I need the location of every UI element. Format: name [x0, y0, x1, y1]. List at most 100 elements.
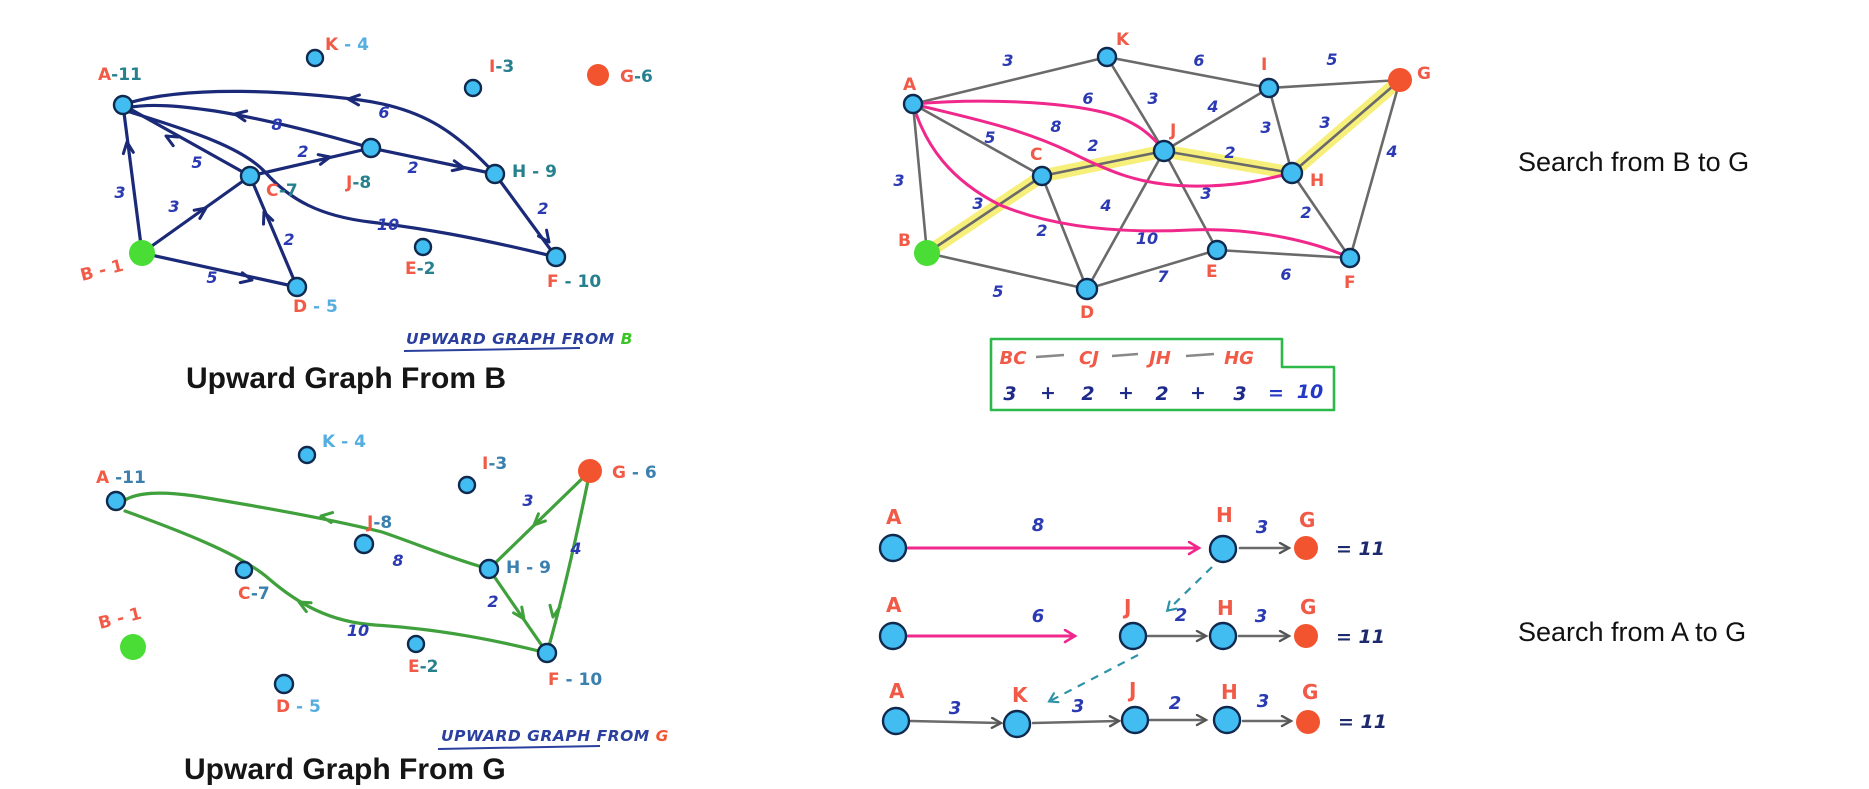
- p1-arrow-b-c: [192, 206, 208, 220]
- p2-box-total: 10: [1297, 381, 1323, 403]
- p2-node-b: [914, 240, 940, 266]
- p2-edge-g-h: [1290, 78, 1402, 175]
- p1-arrow-b-d: [238, 271, 254, 285]
- p1-label-h: H - 9: [512, 162, 557, 182]
- p1-edge-b-a: [121, 103, 144, 255]
- p2-weight-ab: 3: [893, 171, 904, 190]
- p3-node-k: [297, 445, 317, 465]
- p2-weight-hf: 2: [1300, 203, 1311, 222]
- p2-box-equals: =: [1268, 382, 1284, 404]
- p2-edge-k-i: [1105, 55, 1271, 90]
- p3-edge-f-a: [123, 509, 549, 655]
- p3-label-c: C-7: [238, 584, 270, 604]
- p2-weight-bc: 3: [972, 194, 983, 213]
- p3-handwritten-title: UPWARD GRAPH FROM G: [441, 727, 669, 745]
- p1-node-f: [545, 246, 567, 268]
- p3-node-g: [578, 459, 602, 483]
- p4-r2-node-j: [1118, 621, 1148, 651]
- p4-r2-weight-aj: 6: [1032, 606, 1045, 627]
- p1-weight-ja: 8: [271, 115, 282, 134]
- p1-node-b: [129, 240, 155, 266]
- p1-weights: 3 3 5 2 5 2 2 2 6 8 10: [114, 103, 548, 287]
- p1-edge-b-c: [140, 174, 252, 255]
- p4-r1-weight-hg: 3: [1256, 517, 1269, 538]
- p3-arrow-f-a: [297, 600, 313, 614]
- p4-r2-node-g: [1294, 624, 1318, 648]
- p2-label-i: I: [1261, 55, 1267, 75]
- p3-arrow-g-h: [532, 512, 547, 527]
- p1-arrow-d-c: [261, 210, 275, 226]
- p2-edge-b-d: [925, 251, 1089, 291]
- p4-r2-node-a: [878, 621, 908, 651]
- p2-weight-jh: 2: [1224, 143, 1235, 162]
- p4-r3-edge-a-k: [909, 721, 1000, 723]
- panel-upward-graph-from-g: 3 4 2 8 10 K - 4 A -11 I-3 G - 6 J-8 C-7: [96, 432, 669, 786]
- p2-edge-a-c: [911, 102, 1044, 178]
- p2-edge-i-h: [1267, 86, 1294, 175]
- p2-weight-jk: 3: [1147, 89, 1158, 108]
- p4-r3-label-k: K: [1012, 683, 1029, 707]
- p3-node-b: [120, 634, 146, 660]
- p1-label-j: J-8: [345, 173, 371, 193]
- p1-weight-ca: 5: [191, 153, 202, 172]
- p2-edge-g-f: [1348, 78, 1402, 260]
- p1-node-i: [463, 78, 483, 98]
- p4-r3-weight-ak: 3: [949, 698, 962, 719]
- p3-edge-h-f: [487, 567, 549, 655]
- p2-weight-ef: 6: [1280, 265, 1291, 284]
- p2-shortcut-a-h: [911, 102, 1294, 188]
- p3-edges: [120, 469, 592, 655]
- p3-node-a: [105, 490, 127, 512]
- p4-r3-node-a: [881, 706, 911, 736]
- p2-weight-bd: 5: [992, 282, 1003, 301]
- p4-row-2: 6 2 3 A J H G = 11: [878, 593, 1385, 651]
- p4-r2-weight-hg: 3: [1255, 606, 1268, 627]
- p1-weight-bc: 3: [168, 197, 179, 216]
- p3-label-e: E-2: [408, 657, 439, 677]
- p1-node-g: [587, 64, 609, 86]
- p4-r2-label-a: A: [886, 593, 902, 617]
- p2-weight-cd: 2: [1036, 221, 1047, 240]
- p2-node-f: [1339, 247, 1361, 269]
- p1-label-f: F - 10: [547, 272, 601, 292]
- p2-label-c: C: [1030, 145, 1042, 165]
- p2-label-b: B: [898, 231, 911, 251]
- p1-node-a: [112, 94, 134, 116]
- panel-main-graph: 3 5 3 3 5 2 2 3 6 4 3 5 3 4 2 2 3 4 6 7 …: [893, 30, 1749, 412]
- p2-edge-c-j: [1040, 149, 1166, 178]
- p3-node-h: [478, 558, 500, 580]
- p2-box-sum-4: 2: [1155, 383, 1168, 405]
- p1-arrow-h-f: [536, 228, 551, 244]
- p3-label-k: K - 4: [322, 432, 366, 452]
- p1-handwritten-title: UPWARD GRAPH FROM B: [406, 330, 633, 348]
- p4-row-1: 8 3 A H G = 11: [878, 503, 1385, 564]
- p1-label-e: E-2: [405, 259, 436, 279]
- p3-label-d: D - 5: [276, 697, 321, 717]
- p4-r3-weight-hg: 3: [1257, 691, 1270, 712]
- p4-r3-node-h: [1212, 705, 1242, 735]
- p3-edge-g-f: [545, 469, 592, 655]
- p3-weights: 3 4 2 8 10: [347, 491, 582, 640]
- p2-weight-je: 3: [1200, 184, 1211, 203]
- p1-edge-j-h: [369, 146, 497, 176]
- p2-edge-a-k: [911, 55, 1109, 106]
- p2-weight-gf: 4: [1385, 142, 1397, 161]
- p2-weight-ig: 5: [1326, 50, 1337, 69]
- p1-label-c: C-7: [266, 181, 298, 201]
- p2-weight-cj: 2: [1087, 136, 1098, 155]
- p2-weight-ki: 6: [1193, 51, 1204, 70]
- p2-edge-i-g: [1267, 78, 1402, 90]
- p1-node-e: [413, 237, 433, 257]
- p3-arrow-h-f: [512, 605, 526, 621]
- p2-box-sum-2: 2: [1081, 383, 1094, 405]
- p4-r3-weight-kj: 3: [1072, 696, 1085, 717]
- p2-shortcut-a-f: [911, 102, 1352, 260]
- p1-weight-dc: 2: [283, 230, 294, 249]
- p2-node-j: [1152, 139, 1176, 163]
- p2-box-sum-5: +: [1190, 382, 1206, 404]
- p1-nodes: [112, 48, 609, 298]
- p3-weight-hf: 2: [487, 592, 498, 611]
- p2-box-dash-2: [1111, 352, 1139, 358]
- p2-edge-j-e: [1162, 149, 1219, 252]
- p1-label-d: D - 5: [293, 297, 338, 317]
